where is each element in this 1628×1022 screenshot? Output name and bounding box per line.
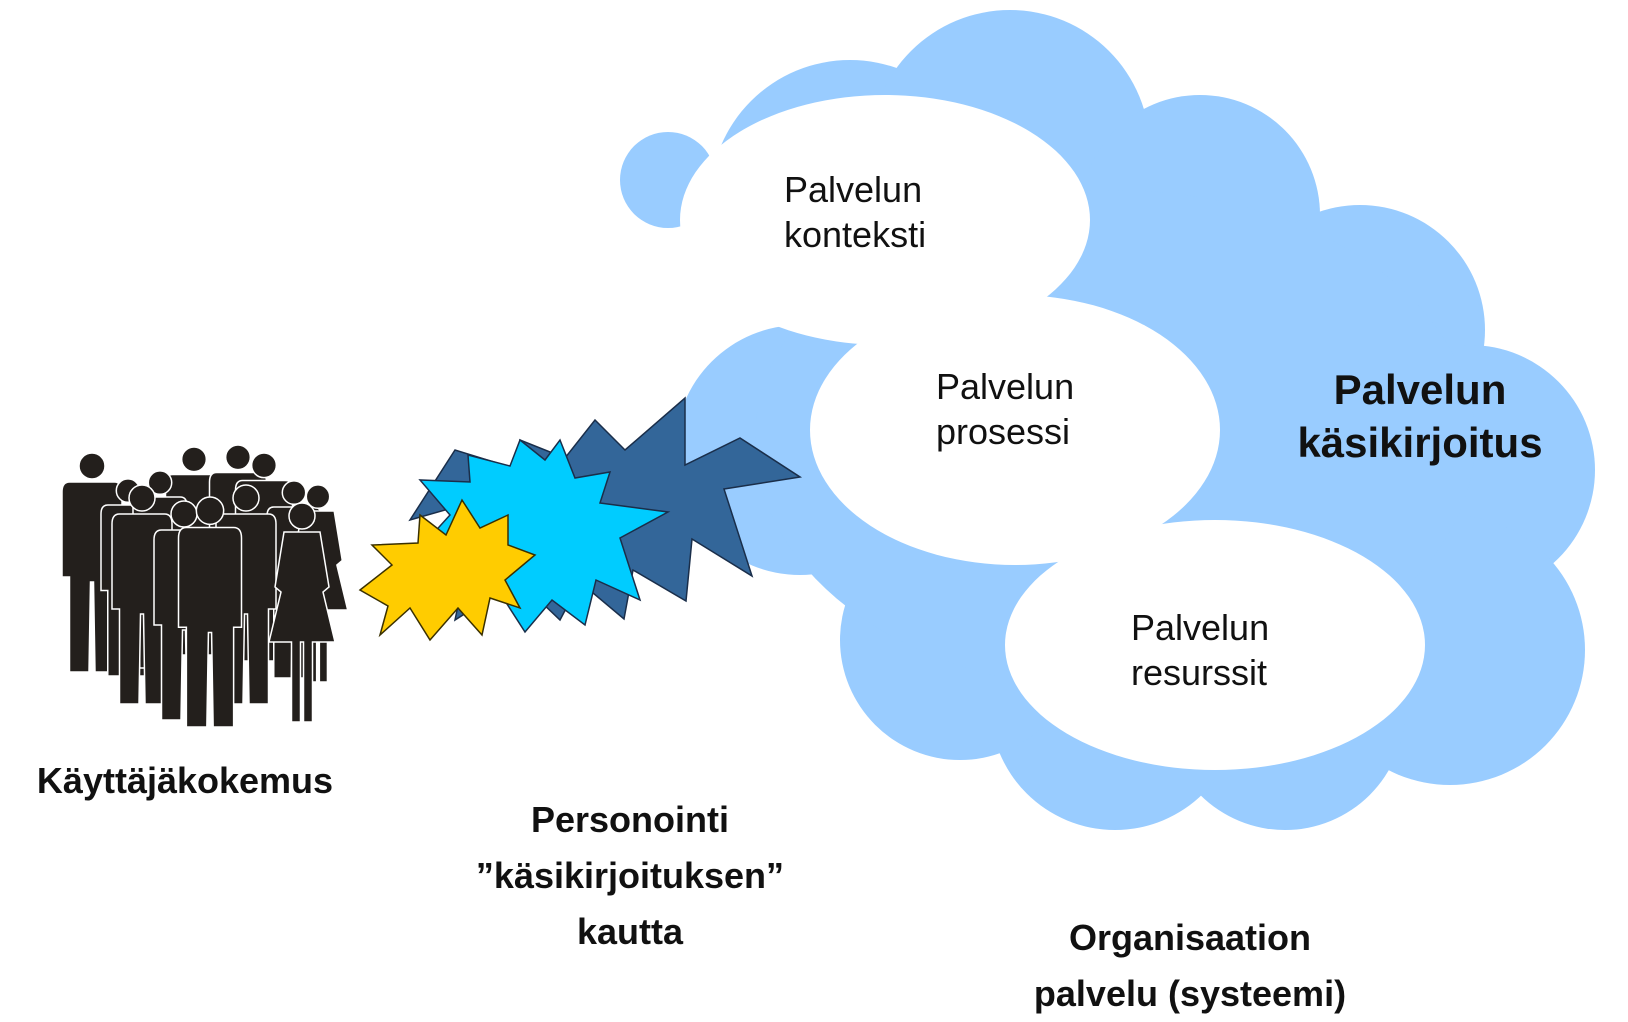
service-script-label: Palvelun käsikirjoitus	[1297, 366, 1543, 466]
group-of-people-icon	[61, 444, 349, 728]
resources-label: Palvelun resurssit	[1131, 607, 1270, 693]
user-experience-label: Käyttäjäkokemus	[36, 760, 334, 801]
person-icon	[177, 496, 243, 728]
burst-yellow	[358, 498, 537, 642]
resources-bubble	[1005, 520, 1425, 770]
context-bubble	[680, 95, 1090, 345]
bursts	[358, 396, 803, 642]
person-icon	[268, 502, 336, 723]
organization-label: Organisaation palvelu (systeemi)	[1033, 917, 1347, 1014]
context-label: Palvelun konteksti	[784, 169, 927, 255]
process-bubble	[810, 295, 1220, 565]
process-label: Palvelun prosessi	[936, 366, 1075, 452]
personalization-label: Personointi ”käsikirjoituksen” kautta	[475, 799, 785, 952]
